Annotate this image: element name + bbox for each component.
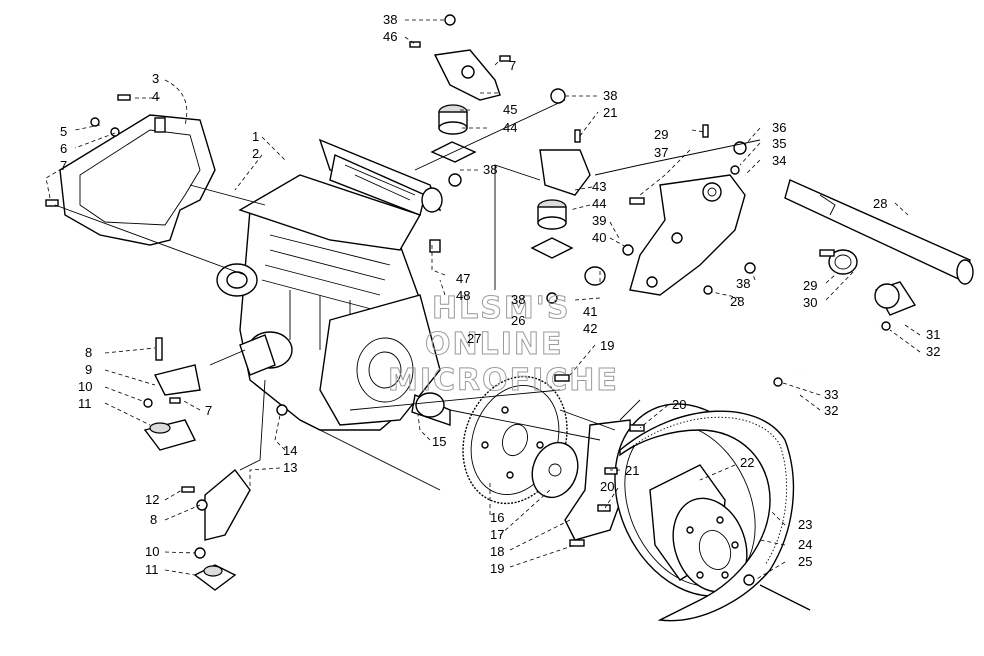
callout-47: 47 xyxy=(456,271,470,286)
callout-48: 48 xyxy=(456,288,470,303)
callout-32: 32 xyxy=(824,403,838,418)
coupler xyxy=(874,281,917,316)
callout-35: 35 xyxy=(772,136,786,151)
callout-39: 39 xyxy=(592,213,606,228)
callout-44: 44 xyxy=(503,120,517,135)
bottom-engine-mount xyxy=(193,468,251,591)
fasteners xyxy=(45,14,891,559)
crank-bolt xyxy=(743,574,811,611)
callout-21: 21 xyxy=(603,105,617,120)
callout-27: 27 xyxy=(467,331,481,346)
callout-38: 38 xyxy=(511,292,525,307)
callout-11: 11 xyxy=(145,562,159,577)
callout-45: 45 xyxy=(503,102,517,117)
callout-8: 8 xyxy=(150,512,157,527)
callout-8: 8 xyxy=(85,345,92,360)
hose xyxy=(798,325,882,375)
callout-10: 10 xyxy=(78,379,92,394)
callout-29: 29 xyxy=(654,127,668,142)
callout-3: 3 xyxy=(152,71,159,86)
callout-2: 2 xyxy=(252,146,259,161)
callout-20: 20 xyxy=(600,479,614,494)
watermark-line-3: MICROFICHE xyxy=(388,363,619,398)
callout-38: 38 xyxy=(483,162,497,177)
callout-26: 26 xyxy=(511,313,525,328)
callout-34: 34 xyxy=(772,153,786,168)
front-engine-mount xyxy=(143,337,201,451)
callout-30: 30 xyxy=(803,295,817,310)
callout-38: 38 xyxy=(603,88,617,103)
callout-14: 14 xyxy=(283,443,297,458)
callout-33: 33 xyxy=(824,387,838,402)
leader-lines xyxy=(45,19,921,581)
callout-7: 7 xyxy=(60,158,67,173)
callout-21: 21 xyxy=(625,463,639,478)
drive-plate xyxy=(531,441,579,499)
callout-7: 7 xyxy=(205,403,212,418)
callout-15: 15 xyxy=(432,434,446,449)
callout-10: 10 xyxy=(145,544,159,559)
callout-24: 24 xyxy=(798,537,812,552)
drive-belt xyxy=(619,410,795,622)
callout-20: 20 xyxy=(672,397,686,412)
callout-31: 31 xyxy=(926,327,940,342)
callout-40: 40 xyxy=(592,230,606,245)
callout-28: 28 xyxy=(730,294,744,309)
callout-25: 25 xyxy=(798,554,812,569)
callout-29: 29 xyxy=(803,278,817,293)
rear-engine-bracket xyxy=(584,174,746,296)
callout-37: 37 xyxy=(654,145,668,160)
callout-46: 46 xyxy=(383,29,397,44)
callout-32: 32 xyxy=(926,344,940,359)
callout-13: 13 xyxy=(283,460,297,475)
callout-9: 9 xyxy=(85,362,92,377)
callout-23: 23 xyxy=(798,517,812,532)
callout-labels: 38 46 7 45 44 38 38 21 3 4 5 6 7 1 2 43 … xyxy=(60,12,940,577)
callout-5: 5 xyxy=(60,124,67,139)
watermark-line-1: HLSM'S xyxy=(432,291,570,326)
belt-guard xyxy=(59,114,216,246)
callout-19: 19 xyxy=(600,338,614,353)
callout-19: 19 xyxy=(490,561,504,576)
callout-41: 41 xyxy=(583,304,597,319)
engine-mount-43 xyxy=(530,88,591,304)
callout-7: 7 xyxy=(509,58,516,73)
callout-16: 16 xyxy=(490,510,504,525)
callout-44: 44 xyxy=(592,196,606,211)
callout-12: 12 xyxy=(145,492,159,507)
callout-17: 17 xyxy=(490,527,504,542)
callout-38: 38 xyxy=(736,276,750,291)
callout-1: 1 xyxy=(252,129,259,144)
callout-43: 43 xyxy=(592,179,606,194)
callout-18: 18 xyxy=(490,544,504,559)
callout-38: 38 xyxy=(383,12,397,27)
callout-36: 36 xyxy=(772,120,786,135)
engine-block xyxy=(216,138,451,431)
support-tube xyxy=(784,179,974,285)
watermark-line-2: ONLINE xyxy=(425,327,564,362)
callout-28: 28 xyxy=(873,196,887,211)
callout-42: 42 xyxy=(583,321,597,336)
hose-clamp xyxy=(828,249,858,275)
callout-11: 11 xyxy=(78,396,92,411)
callout-22: 22 xyxy=(740,455,754,470)
watermark: HLSM'S ONLINE MICROFICHE xyxy=(388,291,619,399)
drive-clutch xyxy=(614,403,776,597)
callout-6: 6 xyxy=(60,141,67,156)
callout-4: 4 xyxy=(152,89,159,104)
